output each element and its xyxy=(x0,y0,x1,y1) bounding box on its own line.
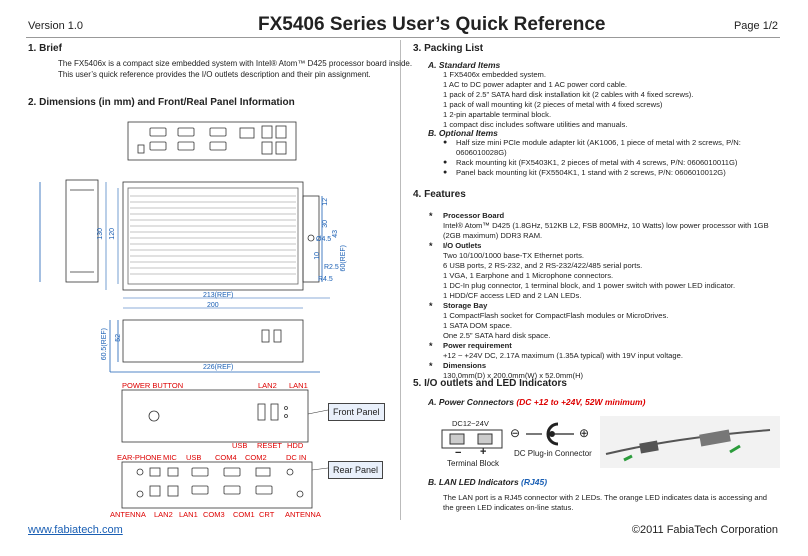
io-heading: 5. I/O outlets and LED Indicators xyxy=(413,378,567,389)
rear-usb: USB xyxy=(186,453,202,462)
dc-plug-label: DC Plug-in Connector xyxy=(514,449,592,458)
plus-label: + xyxy=(480,446,487,458)
list-item: 1 FX5406x embedded system. xyxy=(443,70,546,79)
dim-10: 10 xyxy=(314,252,321,260)
list-item: 1 compact disc includes software utiliti… xyxy=(443,120,628,129)
rear-earphone: EAR-PHONE xyxy=(117,453,162,462)
front-panel-callout: Front Panel xyxy=(328,403,385,421)
terminal-block-drawing xyxy=(441,429,503,449)
terminal-block-label: Terminal Block xyxy=(447,459,500,468)
feature-title: Power requirement xyxy=(429,341,769,351)
hdd-label: HDD xyxy=(287,441,304,450)
features-heading: 4. Features xyxy=(413,189,466,200)
dim-d45: Ø4.5 xyxy=(316,236,332,243)
dimensions-heading: 2. Dimensions (in mm) and Front/Real Pan… xyxy=(28,97,295,108)
ground-symbol: ⊖ xyxy=(510,426,521,440)
rear-panel-drawing xyxy=(121,461,313,509)
dim-52: 52 xyxy=(115,334,122,342)
website-link[interactable]: www.fabiatech.com xyxy=(28,524,123,536)
rear-antenna-l: ANTENNA xyxy=(110,510,146,519)
heatsink-fins xyxy=(130,195,296,275)
dim-130: 130 xyxy=(97,228,104,240)
lan1-label: LAN1 xyxy=(289,381,308,390)
lan-led-text: The LAN port is a RJ45 connector with 2 … xyxy=(443,493,768,512)
rear-com2: COM2 xyxy=(245,453,267,462)
dim-43: 43 xyxy=(332,230,339,238)
lan2-label: LAN2 xyxy=(258,381,277,390)
front-panel-drawing xyxy=(121,389,309,443)
dim-60: 60(REF) xyxy=(340,245,347,272)
usb-front-label: USB xyxy=(232,441,248,450)
side-view xyxy=(109,319,320,373)
dc-plug-drawing xyxy=(526,422,574,446)
list-item: 1 2-pin apartable terminal block. xyxy=(443,110,552,119)
top-port-panel xyxy=(127,121,297,161)
minus-label: − xyxy=(455,447,462,459)
list-item: Half size mini PCIe module adapter kit (… xyxy=(443,138,741,158)
page-number: Page 1/2 xyxy=(733,20,778,32)
optional-items-list: Half size mini PCIe module adapter kit (… xyxy=(443,138,741,178)
column-divider xyxy=(400,40,401,520)
list-item: 1 pack of wall mounting kit (2 pieces of… xyxy=(443,100,663,109)
dim-30: 30 xyxy=(322,220,329,228)
dc-range-label: DC12~24V xyxy=(452,419,489,428)
optional-items-title: B. Optional Items xyxy=(428,128,498,138)
header-rule xyxy=(26,37,780,38)
reset-label: RESET xyxy=(257,441,283,450)
features-list: Processor Board Intel® Atom™ D425 (1.8GH… xyxy=(429,211,769,381)
rear-lan1: LAN1 xyxy=(179,510,198,519)
rear-panel-callout: Rear Panel xyxy=(328,461,384,479)
rear-com3: COM3 xyxy=(203,510,225,519)
lan-led-title: B. LAN LED Indicators (RJ45) xyxy=(428,477,548,487)
list-item: 1 AC to DC power adapter and 1 AC power … xyxy=(443,80,628,89)
left-side-view xyxy=(39,179,99,283)
packing-heading: 3. Packing List xyxy=(413,43,484,54)
list-item: Rack mounting kit (FX5403K1, 2 pieces of… xyxy=(443,158,741,168)
version-label: Version 1.0 xyxy=(28,20,84,32)
list-item: Panel back mounting kit (FX5504K1, 1 sta… xyxy=(443,168,741,178)
power-connectors-title: A. Power Connectors (DC +12 to +24V, 52W… xyxy=(428,397,646,407)
dim-605: 60.5(REF) xyxy=(101,328,108,361)
dim-213: 213(REF) xyxy=(203,292,234,299)
standard-items-list: 1 FX5406x embedded system. 1 AC to DC po… xyxy=(443,70,693,130)
brief-line: This user’s quick reference provides the… xyxy=(58,70,371,79)
connector-photo xyxy=(600,416,780,468)
feature-title: I/O Outlets xyxy=(429,241,769,251)
page-title: FX5406 Series User’s Quick Reference xyxy=(258,14,606,35)
list-item: 1 pack of 2.5” SATA hard disk installati… xyxy=(443,90,694,99)
dim-12: 12 xyxy=(322,198,329,206)
feature-title: Storage Bay xyxy=(429,301,769,311)
dim-r25: R2.5 xyxy=(324,264,339,271)
feature-title: Dimensions xyxy=(429,361,769,371)
rear-dcin: DC IN xyxy=(286,453,307,462)
dim-200: 200 xyxy=(207,302,219,309)
dim-120: 120 xyxy=(109,228,116,240)
power-button-label: POWER BUTTON xyxy=(122,381,184,390)
dim-r45: R4.5 xyxy=(318,276,333,283)
mount-bracket xyxy=(302,195,323,283)
standard-items-title: A. Standard Items xyxy=(428,60,501,70)
brief-heading: 1. Brief xyxy=(28,43,62,54)
rear-com4: COM4 xyxy=(215,453,237,462)
brief-line: The FX5406x is a compact size embedded s… xyxy=(58,59,413,68)
rear-crt: CRT xyxy=(259,510,275,519)
rear-mic: MIC xyxy=(163,453,177,462)
feature-title: Processor Board xyxy=(429,211,769,221)
rear-lan2: LAN2 xyxy=(154,510,173,519)
brief-text: The FX5406x is a compact size embedded s… xyxy=(58,58,412,80)
rear-com1: COM1 xyxy=(233,510,255,519)
rear-antenna-r: ANTENNA xyxy=(285,510,321,519)
copyright-text: ©2011 FabiaTech Corporation xyxy=(631,524,778,536)
dim-226: 226(REF) xyxy=(203,364,234,371)
plus-symbol: ⊕ xyxy=(579,426,590,440)
